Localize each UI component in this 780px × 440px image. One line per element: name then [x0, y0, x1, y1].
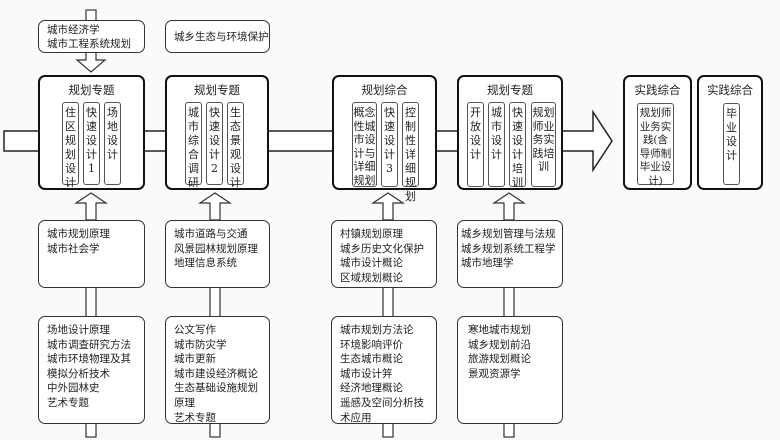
course-label: 城市社会学	[47, 242, 100, 255]
top-box-economics: 城市经济学 城市工程系统规划	[38, 20, 145, 53]
course-card: 开放设计	[467, 102, 484, 187]
course-label: 艺术专题	[174, 411, 216, 424]
stage-title: 规划综合	[361, 83, 408, 97]
band-3-4	[435, 130, 459, 152]
course-label: 城市更新	[174, 353, 216, 366]
course-label: 城市建设经济概论	[174, 367, 258, 380]
middle-box-1: 城市规划原理 城市社会学	[38, 220, 145, 288]
stage-title: 规划专题	[487, 83, 533, 97]
course-label: 城市设计笄	[340, 367, 393, 380]
up-arrow-1	[74, 192, 108, 221]
stage-box-4: 规划专题 开放设计 城市设计 快速设计培训 规划师业务实践培训	[457, 75, 563, 190]
stage-title: 规划专题	[68, 83, 115, 97]
bottom-stub-4	[503, 422, 515, 438]
course-label: 区域规划概论	[340, 271, 403, 284]
course-label: 寒地城市规划	[468, 324, 531, 336]
course-label: 城乡生态与环境保护	[174, 31, 269, 43]
stage-box-5: 实践综合 规划师业务实践(含导师制毕业设计)	[623, 75, 692, 190]
course-label: 艺术专题	[47, 396, 89, 409]
course-card: 规划师业务实践(含导师制毕业设计)	[637, 103, 674, 187]
course-card: 住区规划设计	[62, 102, 79, 189]
middle-box-2: 城市道路与交通 风景园林规划原理 地理信息系统	[165, 220, 270, 288]
course-label: 城市地理学	[461, 257, 514, 270]
band-left-stub	[3, 130, 41, 152]
up-arrow-2	[198, 192, 232, 221]
course-label: 城市环境物理及其	[47, 353, 131, 366]
course-label: 遥感及空间分析技	[340, 396, 424, 409]
course-label: 生态城市概论	[340, 353, 403, 366]
course-card: 快速设计3	[381, 102, 398, 187]
bottom-box-2: 公文写作 城市防灾学 城市更新 城市建设经济概论 生态基础设施规划 原理 艺术专…	[165, 316, 270, 424]
bottom-box-1: 场地设计原理 城市调查研究方法 城市环境物理及其 模拟分析技术 中外园林史 艺术…	[38, 316, 145, 424]
course-label: 城乡规划系统工程学	[461, 242, 556, 255]
stage-box-6: 实践综合 毕业设计	[697, 75, 763, 190]
bottom-box-3: 城市规划方法论 环境影响评价 生态城市概论 城市设计笄 经济地理概论 遥感及空间…	[331, 316, 437, 424]
course-card: 规划师业务实践培训	[531, 102, 556, 187]
course-card: 城市设计	[488, 102, 505, 187]
course-card: 快速设计培训	[509, 102, 526, 189]
course-label: 城乡规划前沿	[468, 338, 531, 351]
middle-box-4: 城乡规划管理与法规 城乡规划系统工程学 城市地理学	[457, 220, 563, 288]
stage-box-1: 规划专题 住区规划设计 快速设计1 场地设计	[38, 75, 145, 190]
band-1-2	[143, 130, 167, 152]
course-card: 城市综合调研	[185, 102, 202, 189]
course-label: 城市设计概论	[340, 257, 403, 270]
course-card: 快速设计1	[83, 102, 100, 185]
bottom-box-4: 寒地城市规划 城乡规划前沿 旅游规划概论 景观资源学	[457, 316, 563, 424]
stage-box-2: 规划专题 城市综合调研 快速设计2 生态景观设计	[165, 75, 269, 190]
stage-title: 规划专题	[194, 83, 240, 97]
up-arrow-4	[492, 192, 526, 221]
course-label: 村镇规划原理	[340, 228, 403, 240]
course-label: 城乡历史文化保护	[340, 242, 424, 255]
course-card: 毕业设计	[723, 103, 740, 185]
course-label: 生态基础设施规划	[174, 382, 258, 395]
link-3	[382, 286, 394, 318]
course-label: 城市规划方法论	[340, 324, 414, 336]
course-label: 术应用	[340, 411, 372, 424]
course-label: 城乡规划管理与法规	[461, 228, 556, 240]
up-arrow-3	[371, 192, 405, 221]
course-label: 城市经济学	[47, 24, 100, 36]
band-2-3	[266, 130, 334, 152]
course-label: 城市工程系统规划	[47, 38, 131, 50]
course-label: 城市规划原理	[47, 228, 110, 240]
course-card: 控制性详细规划	[402, 102, 419, 203]
course-label: 模拟分析技术	[47, 367, 110, 380]
stage-box-3: 规划综合 概念性城市设计与详细规划 快速设计3 控制性详细规划	[332, 75, 437, 203]
course-card: 概念性城市设计与详细规划	[352, 102, 377, 187]
course-label: 场地设计原理	[47, 324, 110, 336]
course-label: 原理	[174, 396, 195, 409]
course-label: 经济地理概论	[340, 382, 403, 395]
course-label: 旅游规划概论	[468, 353, 531, 366]
course-label: 城市调查研究方法	[47, 338, 131, 351]
link-2	[209, 286, 221, 318]
course-card: 场地设计	[104, 102, 121, 185]
course-label: 环境影响评价	[340, 338, 403, 351]
course-label: 公文写作	[174, 324, 216, 336]
big-right-arrow	[561, 109, 613, 173]
course-card: 快速设计2	[206, 102, 223, 185]
down-arrow-top	[75, 51, 107, 73]
course-label: 城市道路与交通	[174, 228, 248, 240]
course-label: 地理信息系统	[174, 257, 237, 270]
course-label: 中外园林史	[47, 382, 100, 395]
link-1	[85, 286, 97, 318]
bottom-stub-1	[85, 422, 97, 438]
stage-title: 实践综合	[707, 83, 753, 97]
top-box-ecology: 城乡生态与环境保护	[165, 20, 270, 53]
stage-title: 实践综合	[634, 83, 681, 97]
course-label: 城市防灾学	[174, 338, 227, 351]
course-label: 景观资源学	[468, 367, 521, 380]
course-label: 风景园林规划原理	[174, 242, 258, 255]
course-card: 生态景观设计	[227, 102, 244, 189]
link-4	[503, 286, 515, 318]
middle-box-3: 村镇规划原理 城乡历史文化保护 城市设计概论 区域规划概论	[331, 220, 437, 288]
